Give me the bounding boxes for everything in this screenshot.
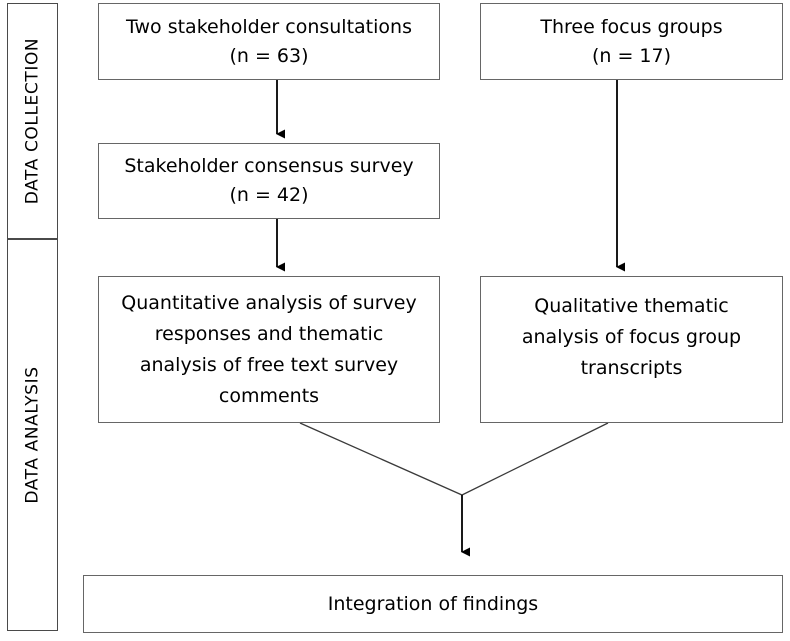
node-text-line: responses and thematic bbox=[154, 322, 384, 345]
node-text-line: Integration of findings bbox=[327, 592, 539, 615]
node-integration-of-findings[interactable]: Integration of findings bbox=[83, 575, 783, 633]
node-text-line: Three focus groups bbox=[540, 15, 723, 38]
node-text-line: (n = 63) bbox=[229, 44, 309, 67]
node-quantitative-analysis[interactable]: Quantitative analysis of survey response… bbox=[98, 276, 440, 423]
phase-label-data-analysis: DATA ANALYSIS bbox=[22, 366, 43, 504]
node-text-line: (n = 17) bbox=[591, 44, 672, 67]
phase-band-data-collection: DATA COLLECTION bbox=[7, 3, 58, 239]
node-text-line: (n = 42) bbox=[229, 184, 309, 206]
node-consensus-survey[interactable]: Stakeholder consensus survey (n = 42) bbox=[98, 143, 440, 219]
node-text-line: comments bbox=[218, 384, 320, 407]
node-stakeholder-consultations[interactable]: Two stakeholder consultations (n = 63) bbox=[98, 3, 440, 80]
phase-band-data-analysis: DATA ANALYSIS bbox=[7, 239, 58, 631]
node-text-line: Two stakeholder consultations bbox=[126, 15, 412, 38]
node-text-line: Stakeholder consensus survey bbox=[124, 155, 414, 177]
connector-qualitative-to-junction bbox=[461, 422, 609, 496]
node-text-line: Qualitative thematic bbox=[534, 295, 729, 317]
node-text-line: transcripts bbox=[580, 357, 683, 379]
node-text-line: Quantitative analysis of survey bbox=[121, 291, 417, 314]
node-text-line: analysis of free text survey bbox=[139, 353, 399, 376]
node-text-line: analysis of focus group bbox=[521, 326, 742, 348]
node-focus-groups[interactable]: Three focus groups (n = 17) bbox=[480, 3, 783, 80]
node-qualitative-analysis[interactable]: Qualitative thematic analysis of focus g… bbox=[480, 276, 783, 423]
connector-quantitative-to-junction bbox=[299, 422, 463, 496]
phase-label-data-collection: DATA COLLECTION bbox=[22, 37, 43, 205]
